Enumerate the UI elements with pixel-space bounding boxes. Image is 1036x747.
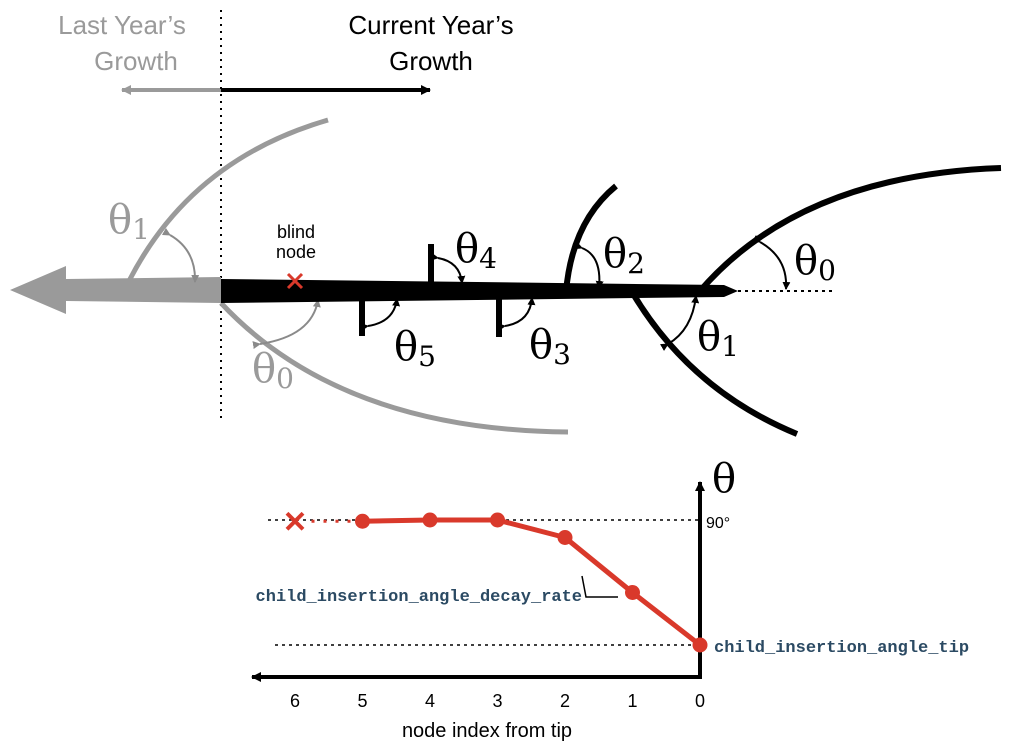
last-year-label-line2: Growth xyxy=(94,46,178,76)
chart-blind-node-marker xyxy=(285,511,305,531)
angle-arc-tip-theta0 xyxy=(751,235,791,290)
current-stem xyxy=(221,279,738,303)
tip-branch-upper xyxy=(697,165,1002,293)
blind-node-label-line1: blind xyxy=(277,222,315,242)
chart-x-tick-label-2: 2 xyxy=(560,691,570,711)
chart-y-90-label: 90° xyxy=(706,515,730,532)
angle-chart: θ 90° node index from tip 6 5 4 3 2 1 0 child_… xyxy=(251,456,969,742)
chart-x-tick-label-4: 4 xyxy=(425,691,435,711)
decay-rate-parameter-label: child_insertion_angle_decay_rate xyxy=(256,588,582,607)
tip-theta1-label: θ1 xyxy=(697,314,739,363)
current-year-label-line2: Growth xyxy=(389,46,473,76)
chart-x-axis-label: node index from tip xyxy=(402,720,572,742)
chart-x-ticks: 6 5 4 3 2 1 0 xyxy=(290,691,705,711)
angle-arc-theta5 xyxy=(360,298,401,332)
theta2-label: θ2 xyxy=(603,231,645,280)
theta2-branch xyxy=(563,183,618,293)
chart-series-line xyxy=(362,517,702,647)
angle-arc-theta4 xyxy=(430,252,466,284)
theta3-label: θ3 xyxy=(529,322,571,371)
angle-arc-tip-theta1 xyxy=(659,295,700,351)
theta5-label: θ5 xyxy=(394,324,436,373)
chart-x-tick-label-1: 1 xyxy=(627,691,637,711)
old-angle-arc-0 xyxy=(252,299,321,350)
angle-arc-theta3 xyxy=(497,297,536,332)
tip-theta0-label: θ0 xyxy=(794,238,836,287)
last-year-label: Last Year’s Growth xyxy=(58,10,186,76)
chart-point-node-0 xyxy=(692,637,708,653)
chart-x-tick-label-5: 5 xyxy=(357,691,367,711)
chart-point-node-2 xyxy=(557,530,573,545)
chart-y-axis-label: θ xyxy=(712,456,736,502)
old-theta0-label: θ0 xyxy=(252,346,294,395)
chart-x-tick-label-6: 6 xyxy=(290,691,300,711)
chart-point-node-3 xyxy=(490,512,505,528)
old-theta1-label: θ1 xyxy=(108,197,150,246)
blind-node-label-line2: node xyxy=(276,242,316,262)
tip-angle-parameter-label: child_insertion_angle_tip xyxy=(714,639,969,658)
current-year-label: Current Year’s Growth xyxy=(348,10,513,76)
tip-branch-lower xyxy=(629,290,799,437)
old-branch-upper xyxy=(125,117,329,285)
old-stem-arrow xyxy=(10,266,221,314)
decay-rate-slope-marker xyxy=(581,575,618,598)
old-angle-arc-1 xyxy=(161,228,200,283)
current-year-label-line1: Current Year’s xyxy=(348,10,513,40)
chart-point-node-1 xyxy=(625,585,640,600)
chart-x-tick-label-3: 3 xyxy=(492,691,502,711)
angle-arc-theta2 xyxy=(574,241,604,289)
chart-point-node-5 xyxy=(355,513,370,529)
chart-x-tick-label-0: 0 xyxy=(695,691,705,711)
last-year-label-line1: Last Year’s xyxy=(58,10,186,40)
blind-node-marker xyxy=(286,272,304,290)
chart-data-series xyxy=(285,511,708,653)
theta4-label: θ4 xyxy=(455,226,497,275)
chart-point-node-4 xyxy=(422,512,438,528)
